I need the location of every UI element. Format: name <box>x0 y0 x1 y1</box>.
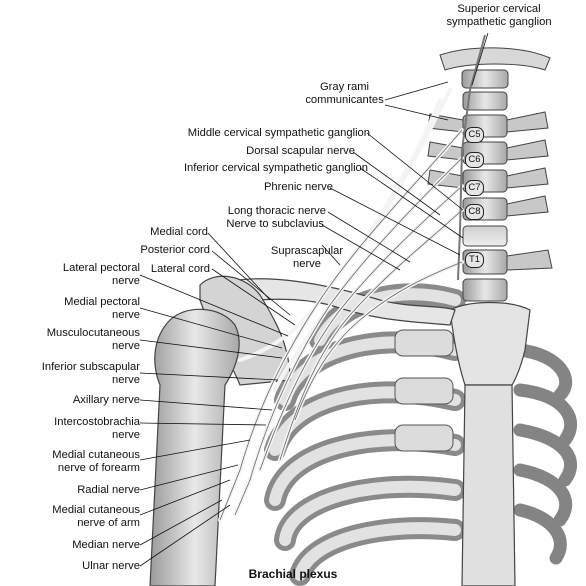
label-line: Medial cutaneous <box>52 504 140 516</box>
label-line: sympathetic ganglion <box>446 16 552 28</box>
humerus <box>149 308 240 586</box>
label-phrenic: Phrenic nerve <box>263 181 333 193</box>
label-lateral-pectoral: Lateral pectoral nerve <box>0 262 140 288</box>
vertebra-c7-badge: C7 <box>465 180 484 196</box>
label-line: nerve <box>112 429 140 441</box>
label-dorsal-scapular: Dorsal scapular nerve <box>246 145 355 157</box>
label-line: nerve <box>112 340 140 352</box>
vertebra-c8-badge: C8 <box>465 204 484 220</box>
label-suprascapular: Suprascapular nerve <box>242 245 372 271</box>
label-line: Gray rami <box>319 81 370 93</box>
label-superior-cervical-ganglion: Superior cervical sympathetic ganglion <box>424 3 574 29</box>
label-inferior-cervical-ganglion: Inferior cervical sympathetic ganglion <box>183 162 368 174</box>
label-intercostobrachial: Intercostobrachia nerve <box>0 416 140 442</box>
sympathetic-trunk <box>457 34 486 281</box>
label-ulnar: Ulnar nerve <box>82 560 140 572</box>
label-line: nerve of arm <box>77 517 140 529</box>
label-line: nerve <box>112 374 140 386</box>
vertebra-c6-badge: C6 <box>465 152 484 168</box>
label-radial: Radial nerve <box>77 484 140 496</box>
label-line: nerve <box>112 309 140 321</box>
leader-lines <box>139 32 489 567</box>
label-gray-rami: Gray rami communicantes <box>297 81 392 107</box>
cervical-spine <box>427 47 553 302</box>
label-line: Medial cutaneous <box>52 449 140 461</box>
label-posterior-cord: Posterior cord <box>140 244 210 256</box>
label-long-thoracic: Long thoracic nerve <box>227 205 326 217</box>
label-line: Musculocutaneous <box>46 327 140 339</box>
sternum <box>449 301 531 586</box>
label-line: Suprascapular <box>270 245 344 257</box>
label-lateral-cord: Lateral cord <box>150 263 210 275</box>
label-line: nerve of forearm <box>57 462 140 474</box>
label-line: communicantes <box>305 94 384 106</box>
label-line: Lateral pectoral <box>62 262 140 274</box>
label-line: nerve <box>112 275 140 287</box>
figure-caption: Brachial plexus <box>248 567 338 581</box>
label-medial-cutaneous-forearm: Medial cutaneous nerve of forearm <box>0 449 140 475</box>
label-line: Medial pectoral <box>64 296 140 308</box>
label-medial-cutaneous-arm: Medial cutaneous nerve of arm <box>0 504 140 530</box>
vertebra-c5-badge: C5 <box>465 127 484 143</box>
label-nerve-to-subclavius: Nerve to subclavius <box>226 218 324 230</box>
label-line: Superior cervical <box>457 3 541 15</box>
label-line: Intercostobrachia <box>54 416 140 428</box>
vertebra-t1-badge: T1 <box>465 252 484 268</box>
clavicle <box>214 278 456 326</box>
label-inferior-subscapular: Inferior subscapular nerve <box>0 361 140 387</box>
label-line: nerve <box>293 258 321 270</box>
label-medial-pectoral: Medial pectoral nerve <box>0 296 140 322</box>
label-medial-cord: Medial cord <box>150 226 208 238</box>
label-line: Inferior subscapular <box>41 361 140 373</box>
label-axillary: Axillary nerve <box>72 394 140 406</box>
label-middle-cervical-ganglion: Middle cervical sympathetic ganglion <box>187 127 370 139</box>
right-ribs <box>513 343 577 565</box>
label-musculocutaneous: Musculocutaneous nerve <box>0 327 140 353</box>
label-median: Median nerve <box>72 539 140 551</box>
